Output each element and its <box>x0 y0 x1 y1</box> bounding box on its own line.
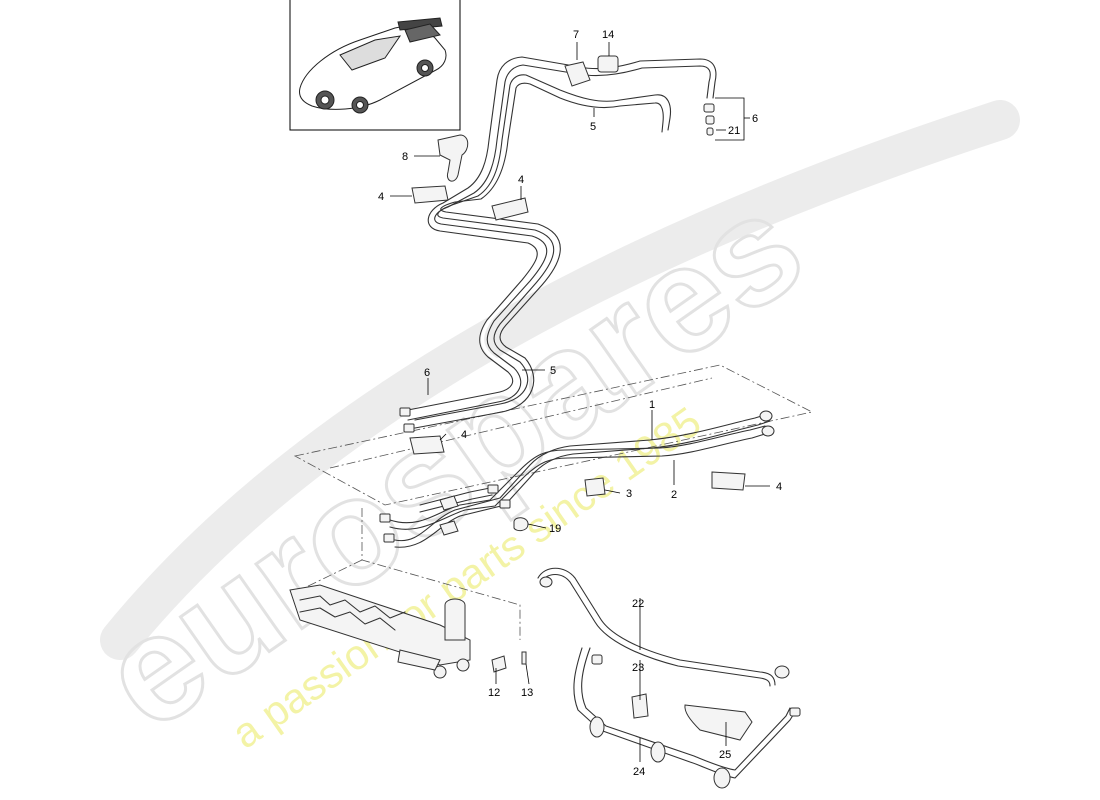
callout-4-top-left: 4 <box>378 191 384 203</box>
fitting-21b <box>705 115 715 125</box>
clip-19 <box>513 517 529 532</box>
watermark-brand: eurospares <box>72 160 831 761</box>
callouts: 7 14 6 21 5 8 4 4 6 5 1 4 2 3 4 19 22 23… <box>378 29 782 778</box>
fitting-21c <box>706 127 714 136</box>
callout-22: 22 <box>632 598 644 610</box>
fitting-21a <box>703 103 715 113</box>
watermark: eurospares a passion for parts since 198… <box>70 100 1020 763</box>
callout-3: 3 <box>626 488 632 500</box>
callout-25: 25 <box>719 749 731 761</box>
callout-4-middle: 4 <box>461 429 467 441</box>
callout-12: 12 <box>488 687 500 699</box>
steering-rack <box>289 584 527 679</box>
callout-23: 23 <box>632 662 644 674</box>
callout-19: 19 <box>549 523 561 535</box>
bolt-13 <box>521 651 527 665</box>
brake-line-1-2 <box>379 407 775 548</box>
assembly-outline <box>293 364 814 640</box>
clip-4-middle <box>409 435 445 455</box>
callout-4-right: 4 <box>776 481 782 493</box>
callout-4-top-right: 4 <box>518 174 524 186</box>
clip-23 <box>631 693 649 719</box>
car-thumbnail <box>289 0 461 131</box>
callout-14: 14 <box>602 29 614 41</box>
clip-12 <box>491 655 507 673</box>
clip-4-top-right <box>491 197 529 221</box>
clips-and-brackets <box>409 55 746 532</box>
car-icon <box>299 17 447 114</box>
clip-14 <box>597 55 619 73</box>
clip-7 <box>564 61 591 87</box>
callout-13: 13 <box>521 687 533 699</box>
leader-lines <box>390 42 770 762</box>
callout-8: 8 <box>402 151 408 163</box>
bracket-8 <box>437 134 469 182</box>
callout-5-top: 5 <box>590 121 596 133</box>
callout-6-top: 6 <box>752 113 758 125</box>
callout-21: 21 <box>728 125 740 137</box>
clip-3 <box>584 477 606 497</box>
callout-1: 1 <box>649 399 655 411</box>
callout-2: 2 <box>671 489 677 501</box>
shield-25 <box>684 704 753 741</box>
callout-6-bottom: 6 <box>424 367 430 379</box>
callout-5-bottom: 5 <box>550 365 556 377</box>
callout-7: 7 <box>573 29 579 41</box>
brake-line-5-6 <box>406 56 717 429</box>
brake-line-22-24 <box>537 567 801 789</box>
callout-24: 24 <box>633 766 645 778</box>
clip-4-top-left <box>411 185 449 204</box>
clip-4-right <box>711 471 746 491</box>
